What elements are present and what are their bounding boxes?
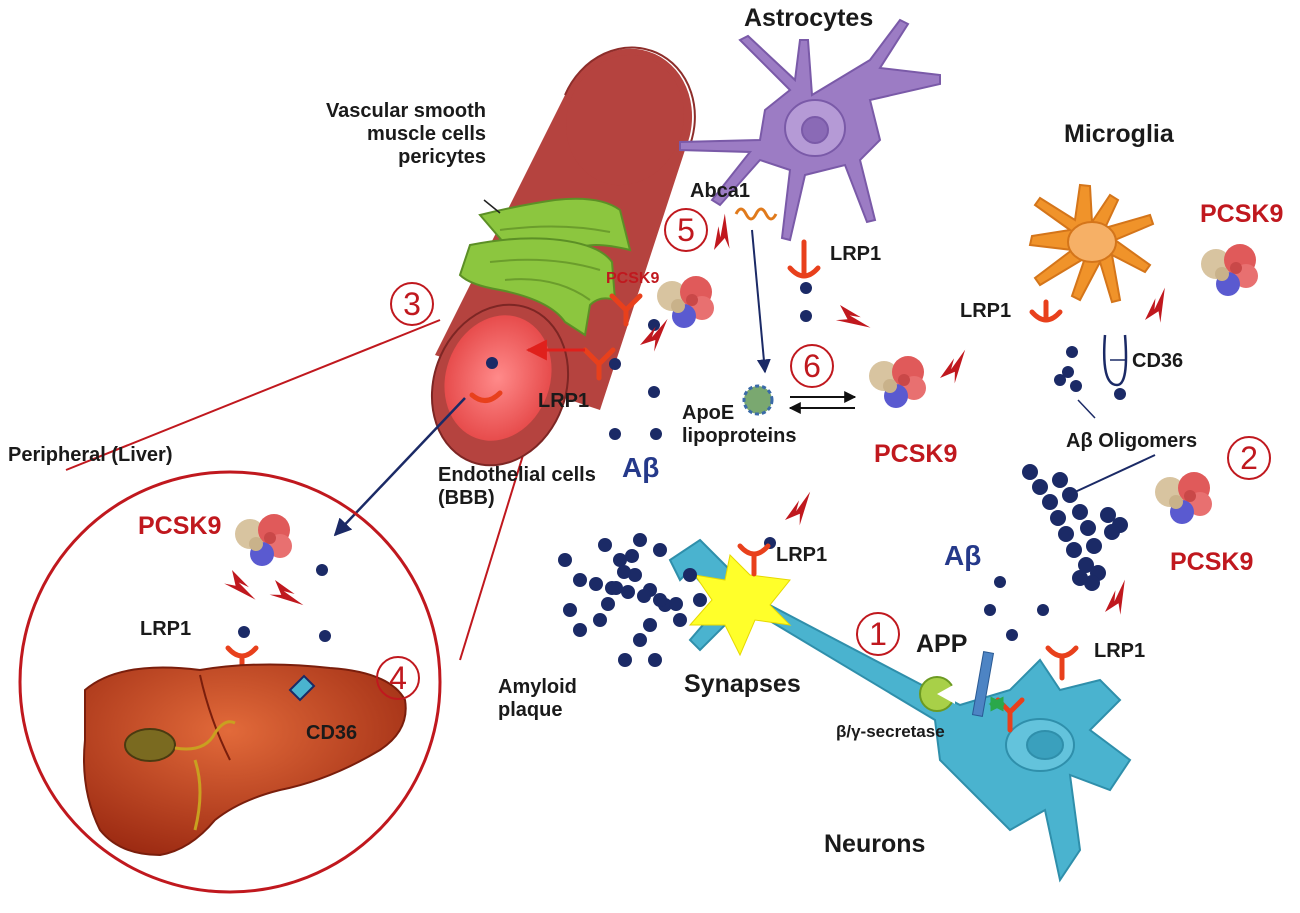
abeta-monomers	[238, 282, 1126, 642]
label-abca1: Abca1	[690, 180, 751, 202]
label-app: APP	[916, 630, 968, 658]
label-lrp1-microglia: LRP1	[960, 300, 1012, 322]
microglia-cell	[1028, 183, 1155, 304]
label-amyloid-plaque: Amyloid plaque	[498, 676, 577, 721]
step-number-5: 5	[664, 208, 708, 252]
label-pcsk9-liver: PCSK9	[138, 512, 222, 540]
step-number-4: 4	[376, 656, 420, 700]
app-protein	[971, 651, 995, 717]
apoe-lipoprotein	[742, 384, 774, 416]
label-cd36-liver: CD36	[306, 722, 358, 744]
astrocyte-cell	[679, 18, 941, 242]
vessel-lumen	[444, 315, 552, 441]
label-pcsk9-center: PCSK9	[874, 440, 958, 468]
pcsk9-molecule	[869, 356, 926, 408]
label-cd36-microglia: CD36	[1132, 350, 1184, 372]
liver-zoom-circle	[18, 470, 442, 894]
pcsk9-molecule	[657, 276, 714, 328]
neuron-cell	[668, 538, 1132, 883]
abca1-transporter	[734, 207, 778, 221]
zoom-line-upper	[65, 319, 441, 471]
label-synapses: Synapses	[684, 670, 801, 698]
step-number-2: 2	[1227, 436, 1271, 480]
label-astrocytes: Astrocytes	[744, 4, 874, 32]
amyloid-plaque	[558, 533, 707, 667]
label-pcsk9-microglia: PCSK9	[1200, 200, 1284, 228]
label-lrp1-vessel: LRP1	[538, 390, 590, 412]
step-number-3: 3	[390, 282, 434, 326]
label-pcsk9-right: PCSK9	[1170, 548, 1254, 576]
step-number-6: 6	[790, 344, 834, 388]
label-secretase: β/γ-secretase	[836, 722, 945, 741]
arrow-astrocyte-to-apoe	[751, 229, 771, 374]
step-number-1: 1	[856, 612, 900, 656]
label-endothelial-cells: Endothelial cells (BBB)	[438, 464, 596, 509]
label-lrp1-astrocyte: LRP1	[830, 243, 882, 265]
pcsk9-molecule	[1201, 244, 1258, 296]
label-abeta-center: Aβ	[622, 452, 660, 483]
pcsk9-molecule	[235, 514, 292, 566]
pcsk9-molecule	[1155, 472, 1212, 524]
pericytes	[458, 197, 632, 337]
label-lrp1-synapse: LRP1	[776, 544, 828, 566]
arrow-vessel-to-liver	[333, 397, 466, 537]
label-peripheral-liver: Peripheral (Liver)	[8, 444, 173, 466]
abeta-oligomer-chain	[1022, 464, 1128, 591]
label-abeta-oligomers: Aβ Oligomers	[1066, 430, 1198, 452]
label-pcsk9-vessel: PCSK9	[606, 270, 660, 287]
label-vascular-cells: Vascular smooth muscle cells pericytes	[325, 100, 486, 168]
label-microglia: Microglia	[1064, 120, 1174, 148]
label-abeta-right: Aβ	[944, 540, 982, 571]
label-apoe-lipoproteins: ApoE lipoproteins	[682, 402, 797, 447]
label-neurons: Neurons	[824, 830, 926, 858]
liver-organ	[83, 663, 407, 857]
label-lrp1-liver: LRP1	[140, 618, 192, 640]
label-lrp1-neuron: LRP1	[1094, 640, 1146, 662]
